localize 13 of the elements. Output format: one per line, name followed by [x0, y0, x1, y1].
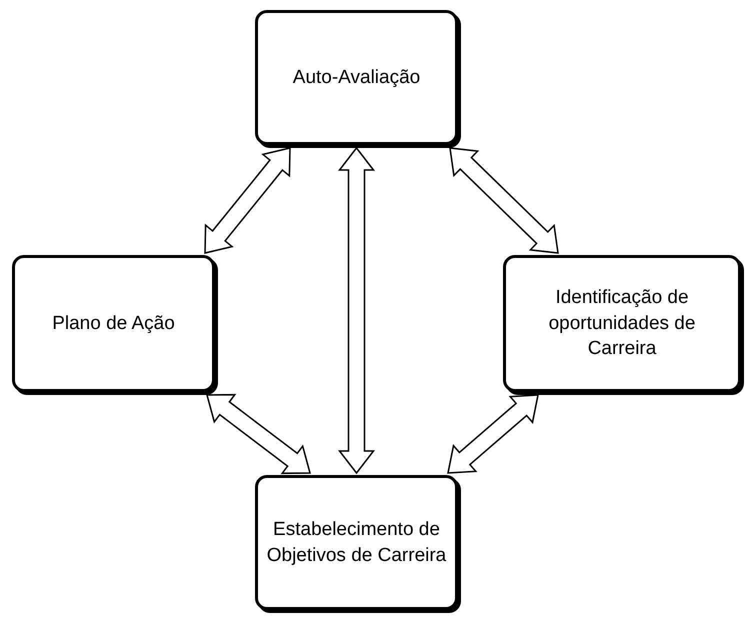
double-arrow	[204, 147, 291, 254]
double-arrow	[449, 147, 559, 254]
double-arrow	[338, 146, 376, 474]
process-box	[12, 255, 215, 392]
double-arrow	[206, 394, 311, 474]
process-box	[503, 255, 741, 392]
box-label: Auto-Avaliação	[292, 66, 420, 90]
double-arrow	[447, 394, 539, 474]
process-box	[255, 475, 458, 610]
box-label: Estabelecimento de Objetivos de Carreira	[266, 518, 447, 568]
box-label: Plano de Ação	[52, 312, 175, 336]
box-label: Identificação de oportunidades de Carreira	[548, 286, 696, 362]
process-box	[255, 10, 458, 145]
